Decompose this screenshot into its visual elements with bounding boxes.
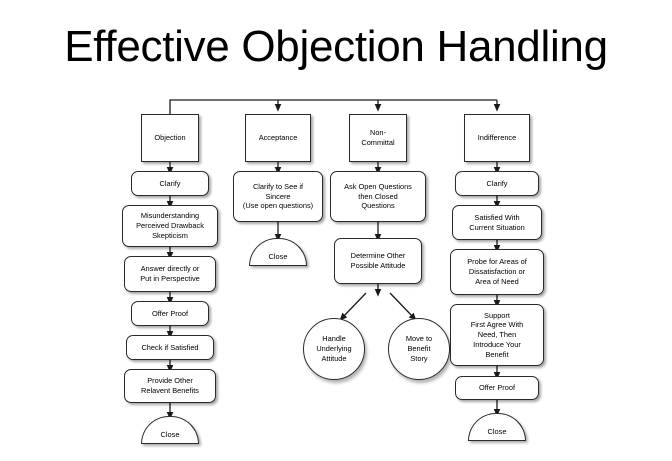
page-title: Effective Objection Handling xyxy=(64,22,608,71)
node-non-committal[interactable]: Non-Committal xyxy=(349,114,407,162)
node-label: Non-Committal xyxy=(361,128,395,147)
node-label: Offer Proof xyxy=(478,383,515,393)
node-close-objection[interactable]: Close xyxy=(141,416,199,444)
node-label: Offer Proof xyxy=(151,308,188,318)
node-label: Close xyxy=(487,427,507,437)
node-clarify-indifference[interactable]: Clarify xyxy=(455,171,539,196)
node-label: Check if Satisfied xyxy=(141,342,199,352)
node-objection[interactable]: Objection xyxy=(141,114,199,162)
node-label: Clarify xyxy=(159,178,181,188)
node-offer-proof-objection[interactable]: Offer Proof xyxy=(131,301,209,326)
node-check-if-satisfied[interactable]: Check if Satisfied xyxy=(126,335,214,360)
node-label: Indifference xyxy=(477,133,517,143)
node-indifference[interactable]: Indifference xyxy=(464,114,530,162)
node-acceptance[interactable]: Acceptance xyxy=(245,114,311,162)
node-label: Close xyxy=(268,252,288,262)
node-close-acceptance[interactable]: Close xyxy=(249,238,307,266)
node-label: Acceptance xyxy=(258,133,298,143)
node-clarify-objection[interactable]: Clarify xyxy=(131,171,209,196)
node-close-indifference[interactable]: Close xyxy=(468,413,526,441)
node-offer-proof-indifference[interactable]: Offer Proof xyxy=(455,376,539,400)
node-label: Clarify xyxy=(486,178,508,188)
node-label: Close xyxy=(160,430,180,440)
node-label: Objection xyxy=(154,133,186,143)
